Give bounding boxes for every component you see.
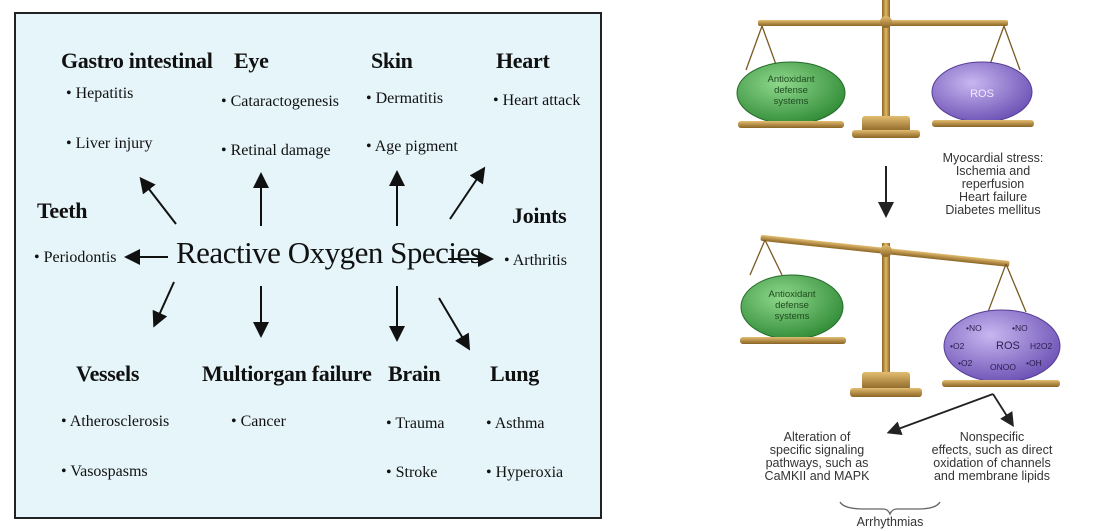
arrow-to-gastro	[142, 180, 176, 224]
multiorgan-item-1: • Cancer	[231, 413, 286, 431]
lung-item-2: • Hyperoxia	[486, 464, 563, 482]
category-joints-title: Joints	[512, 203, 566, 229]
species-ros: ROS	[996, 340, 1020, 352]
eye-item-2: • Retinal damage	[221, 142, 331, 160]
top-scale	[737, 0, 1034, 138]
species-h2o2: H2O2	[1030, 341, 1052, 351]
skin-item-1: • Dermatitis	[366, 90, 443, 108]
arrow-to-nonspecific	[993, 394, 1012, 424]
species-no-2: •NO	[1012, 323, 1028, 333]
category-brain-title: Brain	[388, 361, 440, 387]
category-eye-title: Eye	[234, 48, 269, 74]
lung-item-1: • Asthma	[486, 415, 545, 433]
gastro-item-1: • Hepatitis	[66, 85, 133, 103]
species-oh: •OH	[1026, 358, 1042, 368]
skin-item-2: • Age pigment	[366, 138, 458, 156]
category-vessels-title: Vessels	[76, 361, 139, 387]
top-right-pan-label: ROS	[970, 88, 994, 100]
myocardial-stress-text: Myocardial stress: Ischemia and reperfus…	[908, 152, 1078, 217]
category-multiorgan-title: Multiorgan failure	[202, 361, 372, 387]
outcome-signaling-text: Alteration of specific signaling pathway…	[742, 431, 892, 483]
species-o2-2: •O2	[958, 358, 973, 368]
arrow-to-heart	[450, 170, 483, 219]
teeth-item-1: • Periodontis	[34, 249, 117, 267]
arrhythmias-brace	[840, 502, 940, 514]
arrow-to-lung	[439, 298, 468, 347]
species-no-1: •NO	[966, 323, 982, 333]
gastro-item-2: • Liver injury	[66, 135, 152, 153]
category-lung-title: Lung	[490, 361, 539, 387]
category-skin-title: Skin	[371, 48, 413, 74]
category-teeth-title: Teeth	[37, 198, 87, 224]
top-scale-base	[862, 116, 910, 132]
ros-center-label: Reactive Oxygen Species	[176, 235, 481, 271]
joints-item-1: • Arthritis	[504, 252, 567, 270]
outcome-nonspecific-text: Nonspecific effects, such as direct oxid…	[904, 431, 1080, 483]
arrow-to-signaling	[890, 394, 993, 432]
category-gastro-title: Gastro intestinal	[61, 48, 213, 74]
category-heart-title: Heart	[496, 48, 549, 74]
vessels-item-1: • Atherosclerosis	[61, 413, 169, 431]
heart-item-1: • Heart attack	[493, 92, 580, 110]
vessels-item-2: • Vasospasms	[61, 463, 148, 481]
species-o2-1: •O2	[950, 341, 965, 351]
bottom-scale-post	[882, 243, 890, 378]
bottom-scale-base	[862, 372, 910, 390]
eye-item-1: • Cataractogenesis	[221, 93, 339, 111]
arrhythmias-label: Arrhythmias	[840, 516, 940, 529]
brain-item-1: • Trauma	[386, 415, 445, 433]
species-onoo: ONOO	[990, 362, 1016, 372]
arrow-to-vessels	[155, 282, 174, 324]
ros-diagram-panel: Reactive Oxygen Species Gastro intestina…	[14, 12, 602, 519]
brain-item-2: • Stroke	[386, 464, 437, 482]
